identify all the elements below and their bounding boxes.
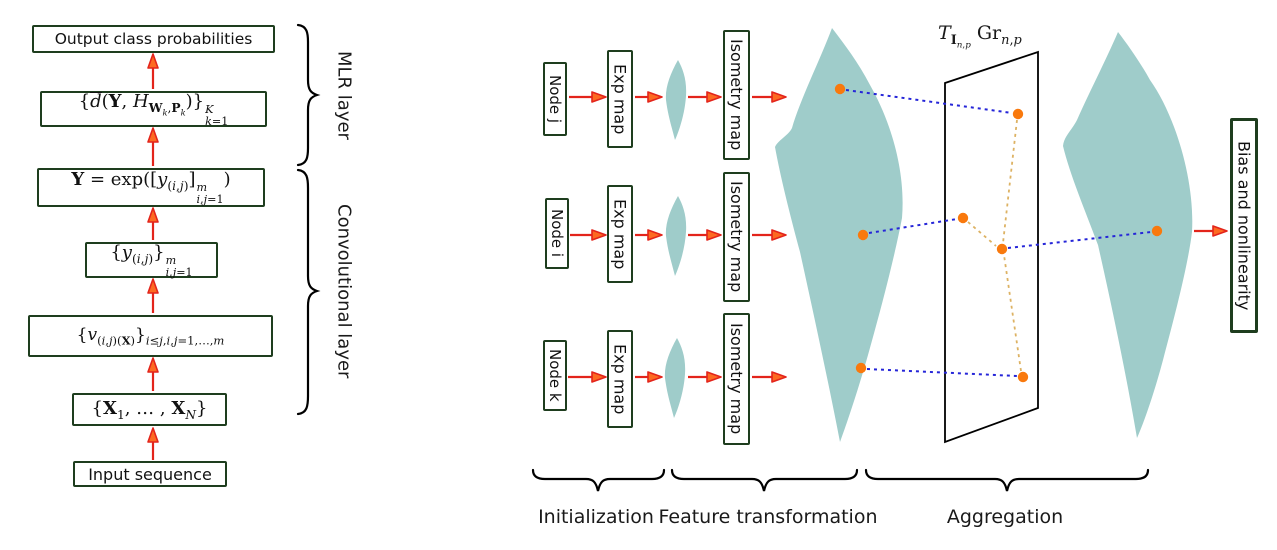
input-matrices-math: {X1, … , XN}: [91, 397, 208, 422]
lens-manifold-j: [665, 60, 687, 140]
right-arrow: [752, 229, 787, 241]
right-arrow: [569, 91, 607, 103]
isometry-map-label: Isometry map: [727, 181, 746, 293]
right-arrow: [568, 371, 607, 383]
tangent-plane: [944, 50, 1039, 444]
up-arrow: [147, 127, 159, 166]
up-arrow: [147, 278, 159, 313]
node-k-label: Node k: [546, 349, 564, 402]
exp-map-box-i: Exp map: [607, 185, 633, 283]
node-i-label: Node i: [548, 209, 566, 258]
right-arrow: [688, 91, 722, 103]
tangent-space-label: TIn,p Grn,p: [938, 22, 1022, 51]
manifold-point-i: [857, 229, 869, 241]
exp-map-box-j: Exp map: [607, 50, 633, 148]
right-arrow: [688, 371, 722, 383]
isometry-map-label: Isometry map: [727, 323, 746, 435]
tangent-point-j: [1012, 108, 1024, 120]
lens-manifold-i: [665, 196, 687, 276]
node-j-label: Node j: [546, 74, 564, 124]
up-arrow: [147, 427, 159, 460]
lens-manifold-k: [664, 338, 686, 418]
exp-map-label: Exp map: [610, 63, 630, 135]
conv-features-box: {v(i,j)(X)}i≤j,i,j=1,…,m: [28, 315, 273, 357]
exp-map-label: Exp map: [610, 198, 630, 270]
node-j-box: Node j: [543, 62, 567, 136]
conv-features-math: {v(i,j)(X)}i≤j,i,j=1,…,m: [76, 324, 225, 348]
isometry-map-box-k: Isometry map: [723, 313, 750, 445]
up-arrow: [147, 53, 159, 89]
right-arrow: [570, 229, 607, 241]
convolutional-layer-brace: [296, 168, 321, 416]
right-arrow: [635, 371, 663, 383]
stage-initialization-label: Initialization: [538, 506, 654, 528]
projection-line-aggregate: [1007, 231, 1152, 249]
mlr-layer-label: MLR layer: [333, 50, 355, 140]
manifold-point-k: [855, 362, 867, 374]
input-matrices-box: {X1, … , XN}: [72, 393, 227, 426]
tangent-point-k: [1017, 371, 1029, 383]
tangent-point-i: [957, 212, 969, 224]
bias-nonlinearity-box: Bias and nonlinearity: [1230, 118, 1258, 333]
manifold-point-j: [834, 83, 846, 95]
right-arrow: [752, 371, 787, 383]
tangent-point-aggregated: [996, 243, 1008, 255]
input-sequence-box: Input sequence: [73, 461, 227, 487]
isometry-map-box-i: Isometry map: [723, 172, 750, 302]
convolutional-layer-label: Convolutional layer: [333, 204, 355, 379]
mlr-layer-brace: [296, 23, 321, 167]
stage-feature-transformation-label: Feature transformation: [658, 506, 878, 528]
right-arrow: [635, 229, 663, 241]
right-arrow: [752, 91, 787, 103]
exp-map-box-k: Exp map: [607, 330, 633, 428]
output-class-probabilities-label: Output class probabilities: [54, 30, 253, 48]
aggregation-line-bottom: [1003, 254, 1022, 372]
up-arrow: [147, 357, 159, 391]
right-arrow: [1194, 225, 1228, 237]
input-sequence-label: Input sequence: [88, 464, 212, 484]
output-class-probabilities-box: Output class probabilities: [32, 25, 275, 53]
projection-line-i: [868, 218, 958, 234]
aggregation-brace: [864, 468, 1150, 492]
grassmann-manifold-1: [775, 28, 903, 442]
node-i-box: Node i: [545, 198, 569, 269]
node-k-box: Node k: [543, 340, 567, 411]
exp-map-label: Exp map: [610, 343, 630, 415]
isometry-map-box-j: Isometry map: [723, 30, 750, 160]
right-arrow: [635, 91, 663, 103]
bias-nonlinearity-label: Bias and nonlinearity: [1234, 140, 1254, 311]
initialization-brace: [531, 468, 666, 492]
aggregation-line-mid: [967, 221, 997, 247]
stage-aggregation-label: Aggregation: [946, 506, 1064, 528]
feature-transformation-brace: [670, 468, 859, 492]
output-manifold-point: [1151, 225, 1163, 237]
right-arrow: [688, 229, 722, 241]
isometry-map-label: Isometry map: [727, 39, 746, 151]
up-arrow: [147, 207, 159, 240]
